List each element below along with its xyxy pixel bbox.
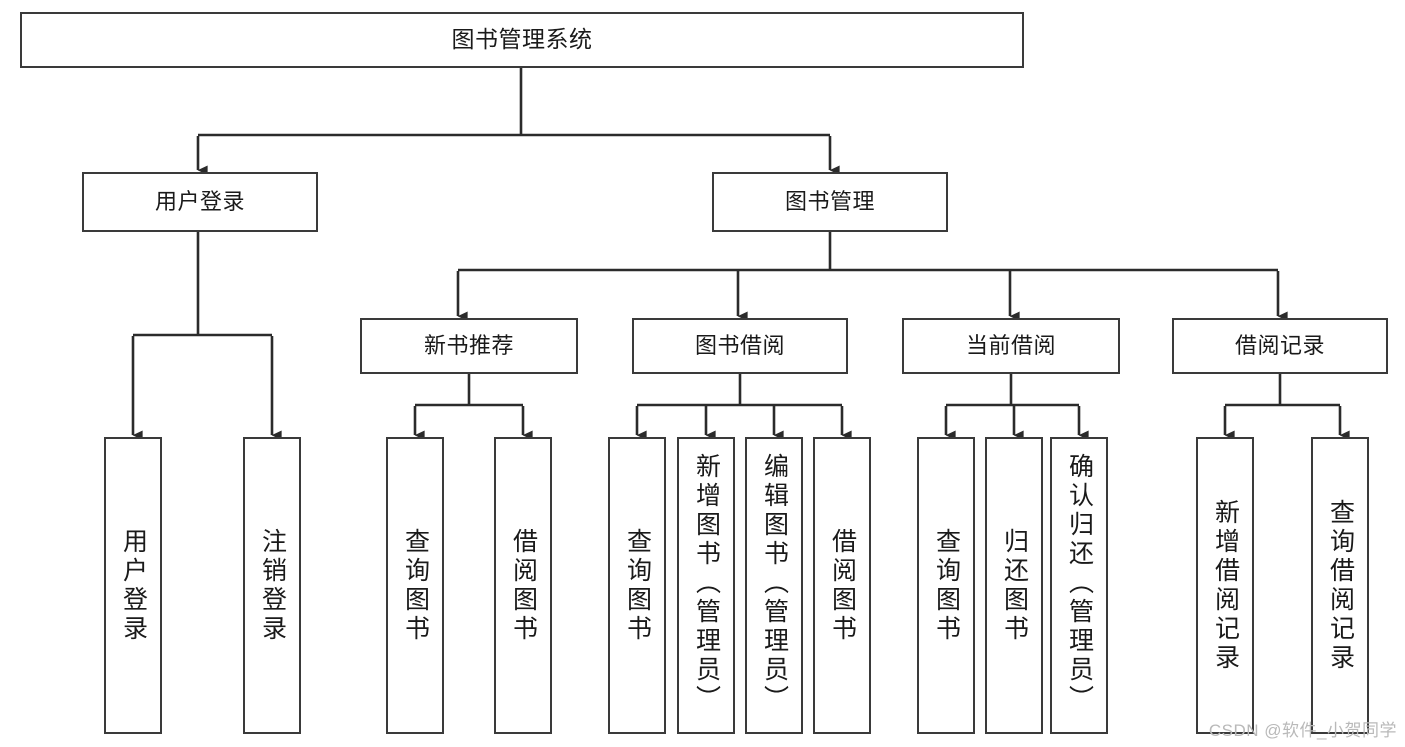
leaf-add-book[interactable]: 新增图书（管理员）: [677, 437, 735, 734]
node-current-borrow[interactable]: 当前借阅: [902, 318, 1120, 374]
leaf-query-book-2-label: 查询图书: [623, 527, 652, 644]
node-borrow-record[interactable]: 借阅记录: [1172, 318, 1388, 374]
watermark: CSDN @软件_小贺同学: [1208, 721, 1397, 740]
node-book-borrow[interactable]: 图书借阅: [632, 318, 848, 374]
leaf-query-book-3[interactable]: 查询图书: [917, 437, 975, 734]
leaf-add-book-label: 新增图书（管理员）: [692, 453, 721, 714]
leaf-query-book-2[interactable]: 查询图书: [608, 437, 666, 734]
leaf-edit-book[interactable]: 编辑图书（管理员）: [745, 437, 803, 734]
leaf-borrow-book-2[interactable]: 借阅图书: [813, 437, 871, 734]
node-user-login[interactable]: 用户登录: [82, 172, 318, 232]
leaf-confirm-return-label: 确认归还（管理员）: [1065, 453, 1094, 714]
leaf-return-book-label: 归还图书: [1000, 527, 1029, 644]
leaf-logout[interactable]: 注销登录: [243, 437, 301, 734]
leaf-return-book[interactable]: 归还图书: [985, 437, 1043, 734]
node-user-login-label: 用户登录: [154, 188, 245, 214]
leaf-borrow-book-2-label: 借阅图书: [828, 527, 857, 644]
leaf-edit-book-label: 编辑图书（管理员）: [760, 453, 789, 714]
leaf-query-record-label: 查询借阅记录: [1326, 498, 1355, 673]
node-book-manage-label: 图书管理: [784, 188, 875, 214]
node-new-book-recommend-label: 新书推荐: [423, 332, 514, 358]
leaf-user-login-label: 用户登录: [119, 527, 148, 644]
node-book-manage[interactable]: 图书管理: [712, 172, 948, 232]
node-root[interactable]: 图书管理系统: [20, 12, 1024, 68]
leaf-query-book-1-label: 查询图书: [401, 527, 430, 644]
leaf-add-record[interactable]: 新增借阅记录: [1196, 437, 1254, 734]
node-borrow-record-label: 借阅记录: [1234, 332, 1325, 358]
node-root-label: 图书管理系统: [451, 26, 593, 53]
leaf-query-book-1[interactable]: 查询图书: [386, 437, 444, 734]
node-book-borrow-label: 图书借阅: [694, 332, 785, 358]
leaf-logout-label: 注销登录: [258, 527, 287, 644]
leaf-query-record[interactable]: 查询借阅记录: [1311, 437, 1369, 734]
node-current-borrow-label: 当前借阅: [965, 332, 1056, 358]
leaf-query-book-3-label: 查询图书: [932, 527, 961, 644]
leaf-borrow-book-1[interactable]: 借阅图书: [494, 437, 552, 734]
node-new-book-recommend[interactable]: 新书推荐: [360, 318, 578, 374]
leaf-user-login[interactable]: 用户登录: [104, 437, 162, 734]
leaf-borrow-book-1-label: 借阅图书: [509, 527, 538, 644]
leaf-add-record-label: 新增借阅记录: [1211, 498, 1240, 673]
leaf-confirm-return[interactable]: 确认归还（管理员）: [1050, 437, 1108, 734]
